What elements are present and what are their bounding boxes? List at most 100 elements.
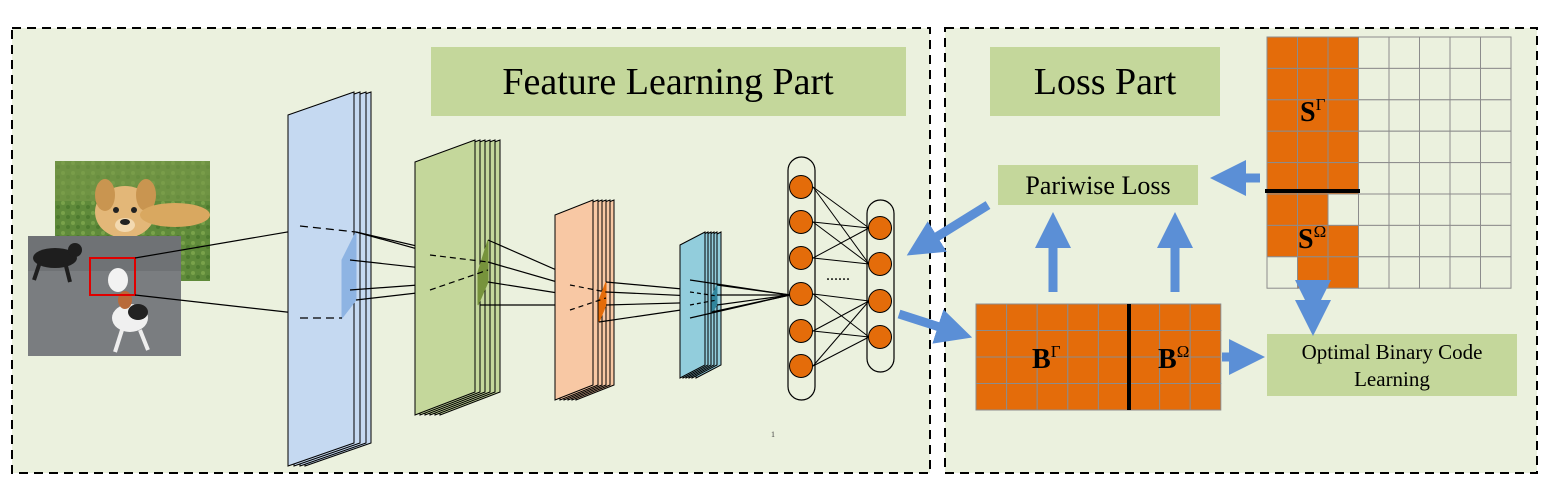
b-matrix-cell — [1067, 356, 1099, 384]
b-matrix-cell — [1036, 303, 1069, 331]
s-matrix-cell — [1297, 193, 1329, 226]
fc-layer-2 — [866, 199, 895, 373]
s-matrix-cell — [1419, 130, 1451, 164]
conv-layer-1 — [287, 91, 372, 467]
b-matrix: BΓ BΩ — [975, 303, 1222, 411]
s-matrix-cell — [1419, 193, 1451, 226]
s-matrix-cell — [1266, 130, 1298, 164]
s-matrix-cell — [1419, 256, 1451, 289]
s-matrix-cell — [1449, 256, 1481, 289]
b-matrix-cell — [1006, 303, 1038, 331]
feature-title-box — [431, 47, 906, 116]
b-matrix-cell — [1097, 356, 1130, 384]
b-matrix-cell — [975, 330, 1008, 358]
s-matrix-cell — [1388, 162, 1420, 195]
s-matrix-cell — [1419, 224, 1451, 258]
s-matrix-cell — [1419, 36, 1451, 69]
projection-lines-5 — [689, 279, 791, 319]
neuron — [868, 216, 892, 240]
flow-arrows — [897, 160, 1265, 375]
b-matrix-cell — [975, 303, 1008, 331]
arrow-loss-to-network — [906, 201, 991, 256]
s-matrix-cell — [1358, 193, 1390, 226]
b-matrix-cell — [1159, 356, 1191, 384]
pairwise-loss-box — [998, 165, 1198, 205]
s-matrix-cell — [1266, 162, 1298, 195]
b-matrix-cell — [1067, 330, 1099, 358]
s-matrix-cell — [1297, 36, 1329, 69]
s-matrix-cell — [1327, 99, 1359, 132]
s-matrix-cell — [1449, 67, 1481, 101]
b-matrix-cell — [1067, 303, 1099, 331]
s-matrix-cell — [1449, 193, 1481, 226]
s-matrix-cell — [1327, 224, 1359, 258]
b-matrix-cell — [975, 356, 1008, 384]
s-matrix-cell — [1388, 224, 1420, 258]
b-matrix-cell — [1189, 303, 1222, 331]
s-matrix-cell — [1388, 36, 1420, 69]
neuron — [868, 289, 892, 313]
s-matrix-cell — [1419, 162, 1451, 195]
neuron — [789, 354, 813, 378]
s-omega-label: SΩ — [1298, 222, 1326, 255]
s-matrix-cell — [1266, 99, 1298, 132]
s-matrix-cell — [1266, 36, 1298, 69]
b-matrix-cell — [1128, 356, 1161, 384]
s-matrix-cell — [1358, 67, 1390, 101]
b-matrix-cell — [1128, 303, 1161, 331]
s-matrix-cell — [1449, 162, 1481, 195]
page-mark: 1 — [771, 430, 775, 439]
neuron — [789, 319, 813, 343]
neuron — [789, 282, 813, 306]
fc1-neurons — [789, 175, 813, 378]
s-matrix-cell — [1449, 36, 1481, 69]
s-matrix-cell — [1480, 36, 1512, 69]
s-matrix-cell — [1358, 256, 1390, 289]
s-matrix-grid — [1266, 36, 1512, 289]
s-matrix-cell — [1266, 224, 1298, 258]
s-matrix-cell — [1327, 130, 1359, 164]
s-matrix-cell — [1297, 162, 1329, 195]
arrow-network-to-b — [897, 309, 973, 344]
s-matrix-cell — [1327, 67, 1359, 101]
b-omega-label: BΩ — [1158, 342, 1189, 375]
s-matrix-cell — [1480, 162, 1512, 195]
b-matrix-cell — [1189, 383, 1222, 411]
b-matrix-cell — [1128, 383, 1161, 411]
s-matrix-cell — [1297, 256, 1329, 289]
s-matrix-cell — [1266, 256, 1298, 289]
s-matrix-cell — [1480, 224, 1512, 258]
s-matrix-cell — [1419, 99, 1451, 132]
b-matrix-cell — [1097, 383, 1130, 411]
s-matrix-cell — [1266, 67, 1298, 101]
optimal-code-box — [1267, 334, 1517, 396]
s-matrix: SΓ SΩ — [1265, 36, 1512, 289]
s-matrix-cell — [1449, 224, 1481, 258]
s-matrix-cell — [1327, 36, 1359, 69]
fc2-neurons — [868, 216, 892, 349]
s-matrix-cell — [1480, 130, 1512, 164]
s-matrix-cell — [1266, 193, 1298, 226]
s-matrix-cell — [1388, 193, 1420, 226]
fc-layer-1 — [787, 156, 816, 401]
conv-layer-3 — [554, 199, 615, 401]
loss-title-box — [990, 47, 1220, 116]
s-matrix-cell — [1388, 256, 1420, 289]
b-matrix-cell — [975, 383, 1008, 411]
feature-title: Feature Learning Part — [502, 61, 834, 103]
b-matrix-cell — [1097, 330, 1130, 358]
s-gamma-label: SΓ — [1300, 95, 1326, 128]
b-matrix-cell — [1159, 303, 1191, 331]
b-matrix-cell — [1159, 383, 1191, 411]
b-matrix-cell — [1128, 330, 1161, 358]
s-matrix-cell — [1480, 67, 1512, 101]
neuron — [789, 246, 813, 270]
b-matrix-grid — [975, 303, 1222, 411]
s-matrix-cell — [1388, 130, 1420, 164]
s-matrix-cell — [1358, 130, 1390, 164]
b-matrix-cell — [1006, 383, 1038, 411]
b-gamma-label: BΓ — [1032, 342, 1061, 375]
input-street-image — [28, 236, 181, 356]
